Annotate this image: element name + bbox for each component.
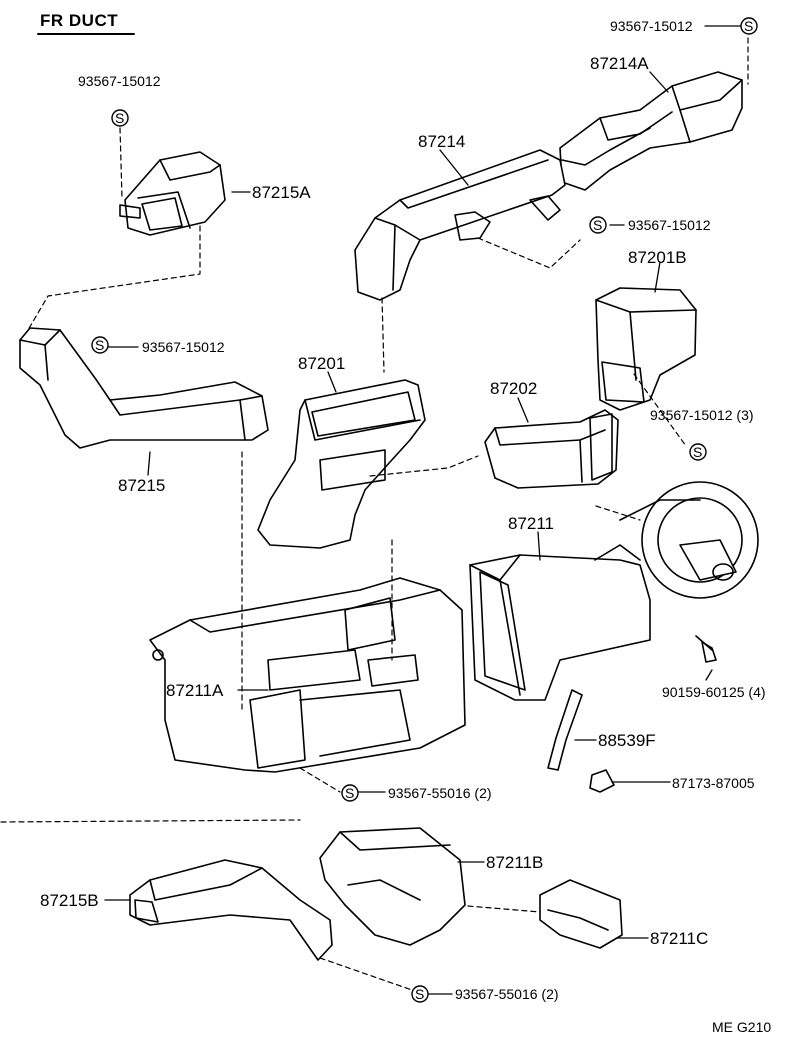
label-fastener-mid-right: 93567-15012 <box>628 217 711 233</box>
blower-motor-part <box>619 481 759 599</box>
diagram-title: FR DUCT <box>40 11 119 30</box>
duct-87215a-part <box>119 151 226 236</box>
label-fastener-bolt: 90159-60125 (4) <box>662 684 766 700</box>
label-87215b: 87215B <box>40 891 99 910</box>
screw-symbol-1 <box>740 17 758 35</box>
label-88539f: 88539F <box>598 731 656 750</box>
duct-87201-part <box>257 379 426 549</box>
label-87211: 87211 <box>508 514 555 533</box>
label-87211c: 87211C <box>650 929 709 948</box>
label-87201: 87201 <box>298 354 346 373</box>
screw-letter-7: S <box>415 986 425 1002</box>
duct-87214-part <box>354 149 566 301</box>
screw-letter-6: S <box>345 785 355 801</box>
label-87211b: 87211B <box>486 853 544 872</box>
screw-letter-4: S <box>95 337 105 353</box>
duct-87211-part <box>469 544 651 701</box>
screw-symbol-4 <box>91 336 109 354</box>
label-fastener-heater: 93567-55016 (2) <box>388 785 492 801</box>
leader-lines <box>104 25 743 995</box>
screw-symbol-5 <box>689 443 707 461</box>
label-87214a: 87214A <box>590 54 649 73</box>
label-fastener-left-duct: 93567-15012 <box>142 339 225 355</box>
label-87202: 87202 <box>490 379 538 398</box>
label-fastener-top-right: 93567-15012 <box>610 18 693 34</box>
footer-code: ME G210 <box>712 1019 772 1035</box>
label-fastener-87201b: 93567-15012 (3) <box>650 407 754 423</box>
label-87201b: 87201B <box>628 248 687 267</box>
bolt-90159-part <box>695 635 717 663</box>
screw-letter-5: S <box>693 444 703 460</box>
duct-87201b-part <box>595 287 697 411</box>
label-fastener-clip: 87173-87005 <box>672 775 755 791</box>
screw-letter-2: S <box>115 110 125 126</box>
duct-87215-part <box>19 327 269 449</box>
duct-87215b-part <box>129 859 333 961</box>
hose-88539f-part <box>547 689 583 771</box>
dashed-guide-lines <box>0 37 749 991</box>
duct-87202-part <box>484 409 619 489</box>
label-fastener-bottom: 93567-55016 (2) <box>455 986 559 1002</box>
label-fastener-top-left: 93567-15012 <box>78 73 161 89</box>
heater-unit-body <box>149 577 466 773</box>
label-87211a: 87211A <box>166 681 224 700</box>
screw-letter-1: S <box>744 18 754 34</box>
duct-87214a-part <box>559 71 743 191</box>
screw-letter-3: S <box>593 217 603 233</box>
duct-87211c-part <box>539 879 623 949</box>
duct-87211b-part <box>319 827 466 946</box>
label-87214: 87214 <box>418 132 466 151</box>
screw-symbol-7 <box>411 985 429 1003</box>
label-87215: 87215 <box>118 476 166 495</box>
clip-87173-part <box>589 769 615 793</box>
screw-symbol-6 <box>341 784 359 802</box>
label-87215a: 87215A <box>252 183 311 202</box>
screw-symbol-2 <box>111 109 129 127</box>
screw-symbol-3 <box>589 216 607 234</box>
